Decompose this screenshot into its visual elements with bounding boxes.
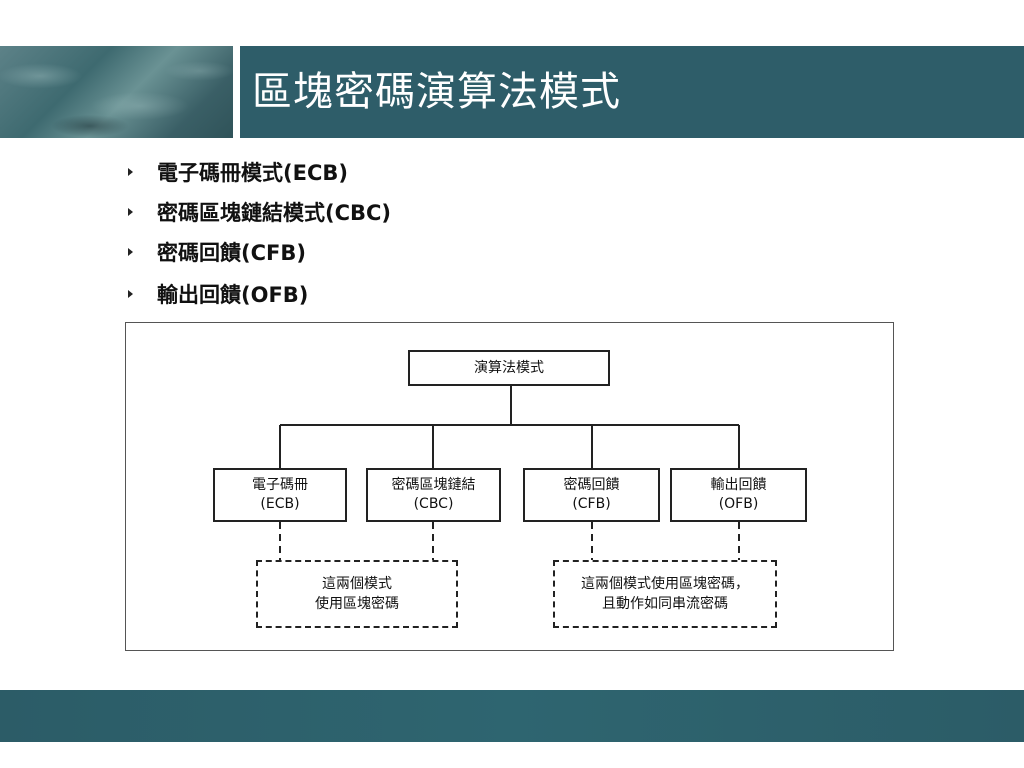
bullet-arrow-icon: [128, 208, 133, 216]
header-divider: [233, 46, 240, 138]
bullet-text: 密碼回饋(CFB): [157, 241, 306, 265]
bullet-item-ecb: 電子碼冊模式(ECB): [124, 156, 348, 188]
note-line: 這兩個模式: [322, 576, 392, 592]
bullet-text: 電子碼冊模式(ECB): [157, 161, 348, 185]
mode-node-abbr: (CBC): [413, 496, 454, 512]
mode-node-abbr: (ECB): [260, 496, 300, 512]
note-line: 且動作如同串流密碼: [602, 596, 728, 612]
mode-node-name: 密碼區塊鏈結: [391, 477, 476, 493]
bullet-text: 密碼區塊鏈結模式(CBC): [157, 201, 392, 225]
bullet-arrow-icon: [128, 168, 133, 176]
mode-node-cbc: 密碼區塊鏈結 (CBC): [366, 468, 501, 522]
mode-node-name: 電子碼冊: [252, 477, 308, 493]
note-block-cipher-modes: 這兩個模式 使用區塊密碼: [256, 560, 458, 628]
slide-title: 區塊密碼演算法模式: [252, 69, 621, 115]
mode-node-ecb: 電子碼冊 (ECB): [213, 468, 347, 522]
mode-node-name: 密碼回饋: [563, 477, 620, 493]
root-node: 演算法模式: [408, 350, 610, 386]
bullet-item-cbc: 密碼區塊鏈結模式(CBC): [124, 196, 391, 228]
root-node-label: 演算法模式: [474, 359, 544, 376]
note-stream-cipher-modes: 這兩個模式使用區塊密碼， 且動作如同串流密碼: [553, 560, 777, 628]
bullet-arrow-icon: [128, 248, 133, 256]
bullet-item-ofb: 輸出回饋(OFB): [124, 278, 308, 310]
bullet-text: 輸出回饋(OFB): [157, 283, 309, 307]
diagram-connectors: [279, 386, 740, 560]
mode-node-abbr: (OFB): [718, 496, 759, 512]
header-fish-image: [0, 46, 233, 138]
mode-node-abbr: (CFB): [572, 496, 611, 512]
mode-node-ofb: 輸出回饋 (OFB): [670, 468, 807, 522]
bullet-arrow-icon: [128, 290, 133, 298]
bullet-item-cfb: 密碼回饋(CFB): [124, 236, 306, 268]
footer-band: [0, 690, 1024, 742]
block-cipher-modes-diagram: 演算法模式 電子碼冊 (ECB) 密碼區塊鏈結 (CBC) 密碼回饋 (CFB)…: [125, 322, 894, 651]
mode-node-cfb: 密碼回饋 (CFB): [523, 468, 660, 522]
note-line: 使用區塊密碼: [315, 596, 399, 612]
note-line: 這兩個模式使用區塊密碼，: [581, 576, 749, 592]
mode-node-name: 輸出回饋: [710, 477, 767, 493]
